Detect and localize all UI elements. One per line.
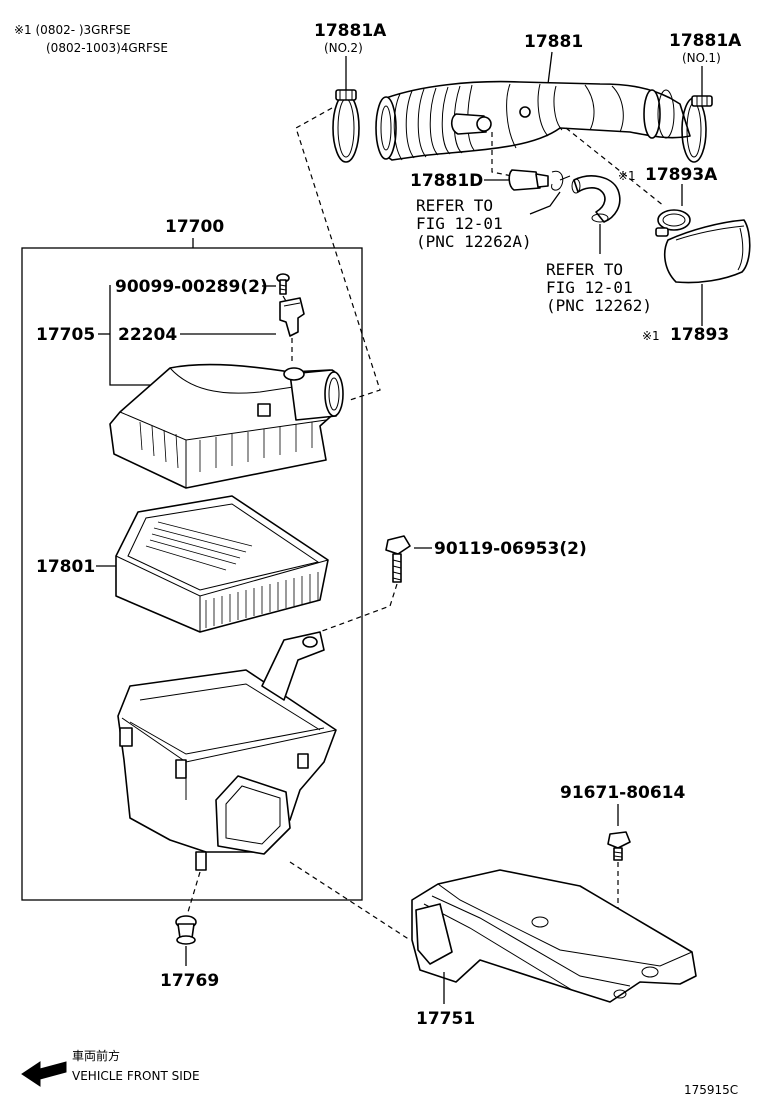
front-arrow-icon <box>21 1061 67 1087</box>
label-17881a-no2-sub: (NO.2) <box>324 41 363 55</box>
ref2-line1: REFER TO <box>546 260 623 279</box>
dash-nipple-to-17881d <box>491 132 513 177</box>
bracket-17705 <box>109 285 150 386</box>
intake-duct-17751[interactable] <box>411 869 697 1003</box>
dash-case-to-duct <box>289 861 411 941</box>
ref2-line3: (PNC 12262) <box>546 296 652 315</box>
clamp-17893a[interactable] <box>655 209 691 237</box>
label-17881[interactable]: 17881 <box>524 32 583 52</box>
leader-ref1 <box>529 191 561 215</box>
bolt-90119[interactable] <box>385 535 411 583</box>
label-17881a-no2[interactable]: 17881A <box>314 21 387 41</box>
label-22204[interactable]: 22204 <box>118 325 177 345</box>
hose-clamp-no1[interactable] <box>681 95 713 163</box>
intake-hose[interactable] <box>375 80 691 161</box>
label-17881a-no1-sub: (NO.1) <box>682 51 721 65</box>
hose-clamp-no2[interactable] <box>332 89 360 163</box>
label-90119[interactable]: 90119-06953(2) <box>434 539 587 559</box>
note-line-2: (0802-1003)4GRFSE <box>46 41 168 55</box>
ref1-line3: (PNC 12262A) <box>416 232 532 251</box>
air-flow-meter-22204[interactable] <box>279 297 305 337</box>
elbow-hose[interactable] <box>571 175 621 223</box>
note-line-1: ※1 (0802- )3GRFSE <box>14 23 131 37</box>
label-17705[interactable]: 17705 <box>36 325 95 345</box>
ref1-line2: FIG 12-01 <box>416 214 503 233</box>
label-17700[interactable]: 17700 <box>165 217 224 237</box>
label-17893[interactable]: 17893 <box>670 325 729 345</box>
label-17893-mark: ※1 <box>642 329 660 343</box>
connector-17881d[interactable] <box>508 169 564 191</box>
legend-jp: 車両前方 <box>72 1048 120 1063</box>
label-91671[interactable]: 91671-80614 <box>560 783 686 803</box>
label-17751[interactable]: 17751 <box>416 1009 475 1029</box>
bolt-91671[interactable] <box>607 831 631 861</box>
label-90099[interactable]: 90099-00289(2) <box>115 277 268 297</box>
legend-en: VEHICLE FRONT SIDE <box>72 1069 200 1083</box>
dash-clamp-to-cap <box>295 107 381 401</box>
label-17881a-no1[interactable]: 17881A <box>669 31 742 51</box>
grommet-17769[interactable] <box>175 915 197 945</box>
dash-bolt-to-case <box>313 583 398 635</box>
air-cleaner-case[interactable] <box>117 631 337 871</box>
label-17801[interactable]: 17801 <box>36 557 95 577</box>
air-filter-element-17801[interactable] <box>115 495 329 633</box>
label-17893a-mark: ※1 <box>618 169 636 183</box>
air-cleaner-cap[interactable] <box>109 363 344 489</box>
leader-17881 <box>547 51 553 85</box>
label-17893a[interactable]: 17893A <box>645 165 718 185</box>
ref1-line1: REFER TO <box>416 196 493 215</box>
label-17881d[interactable]: 17881D <box>410 171 483 191</box>
dash-hose-to-17893a <box>565 127 665 207</box>
label-17769[interactable]: 17769 <box>160 971 219 991</box>
ref2-line2: FIG 12-01 <box>546 278 633 297</box>
screw-90099[interactable] <box>276 273 290 295</box>
resonator-17893[interactable] <box>663 219 751 284</box>
figure-id: 175915C <box>684 1083 738 1097</box>
